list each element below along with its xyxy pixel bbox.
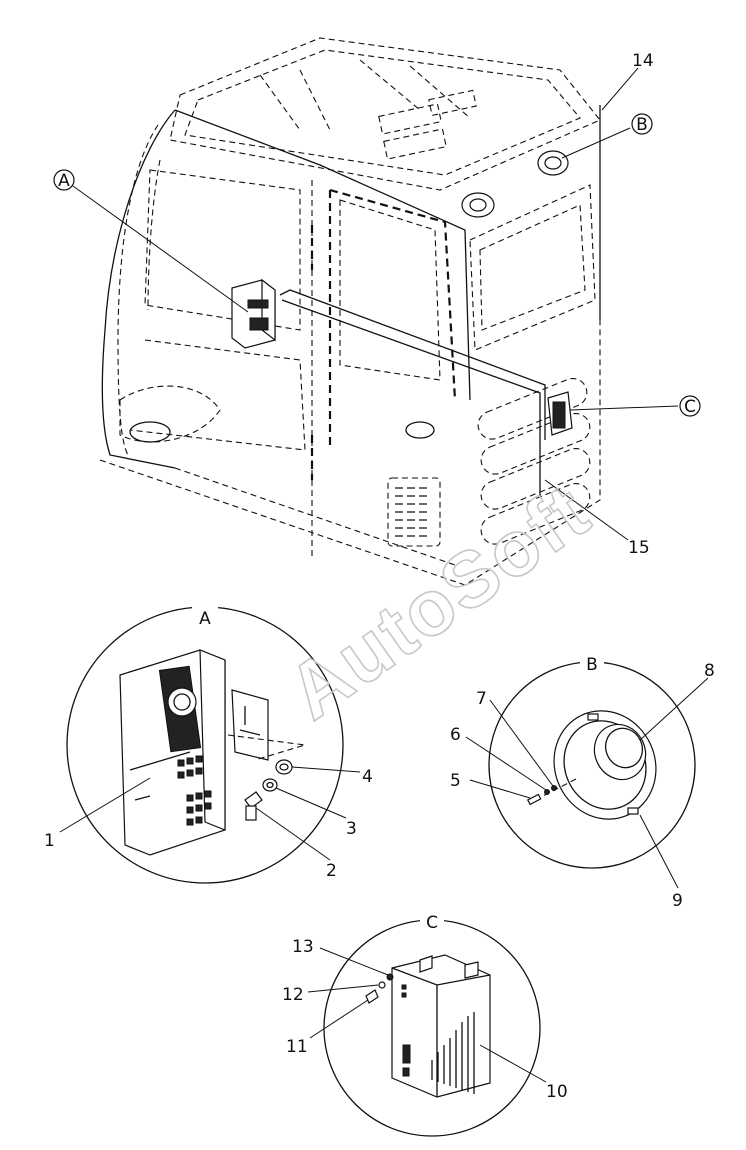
vent-holes <box>395 487 427 537</box>
label-1: 1 <box>44 831 55 851</box>
label-3: 3 <box>346 819 357 839</box>
svg-text:B: B <box>636 115 648 135</box>
label-9: 9 <box>672 891 683 911</box>
detail-B: B <box>465 653 709 889</box>
detail-C-label: C <box>426 913 438 933</box>
label-2: 2 <box>326 861 337 881</box>
label-12: 12 <box>282 985 304 1005</box>
detail-A: A <box>59 606 361 884</box>
callout-A: A <box>53 169 75 191</box>
label-14: 14 <box>632 51 654 71</box>
label-13: 13 <box>292 937 314 957</box>
label-11: 11 <box>286 1037 308 1057</box>
detail-C: C <box>307 911 547 1137</box>
label-10: 10 <box>546 1082 568 1102</box>
svg-text:C: C <box>684 397 696 417</box>
svg-text:A: A <box>58 171 70 191</box>
label-4: 4 <box>362 767 373 787</box>
cab-leaders <box>72 67 679 541</box>
detail-B-label: B <box>586 655 598 675</box>
label-5: 5 <box>450 771 461 791</box>
callout-C: C <box>679 395 701 417</box>
controller-fins <box>431 1012 475 1094</box>
label-6: 6 <box>450 725 461 745</box>
detail-A-label: A <box>199 609 211 629</box>
label-7: 7 <box>476 689 487 709</box>
cab-assembly <box>99 37 601 586</box>
label-8: 8 <box>704 661 715 681</box>
monitor-buttons <box>177 755 212 826</box>
watermark: AutoSoft <box>272 466 605 736</box>
callout-B: B <box>631 113 653 135</box>
label-15: 15 <box>628 538 650 558</box>
